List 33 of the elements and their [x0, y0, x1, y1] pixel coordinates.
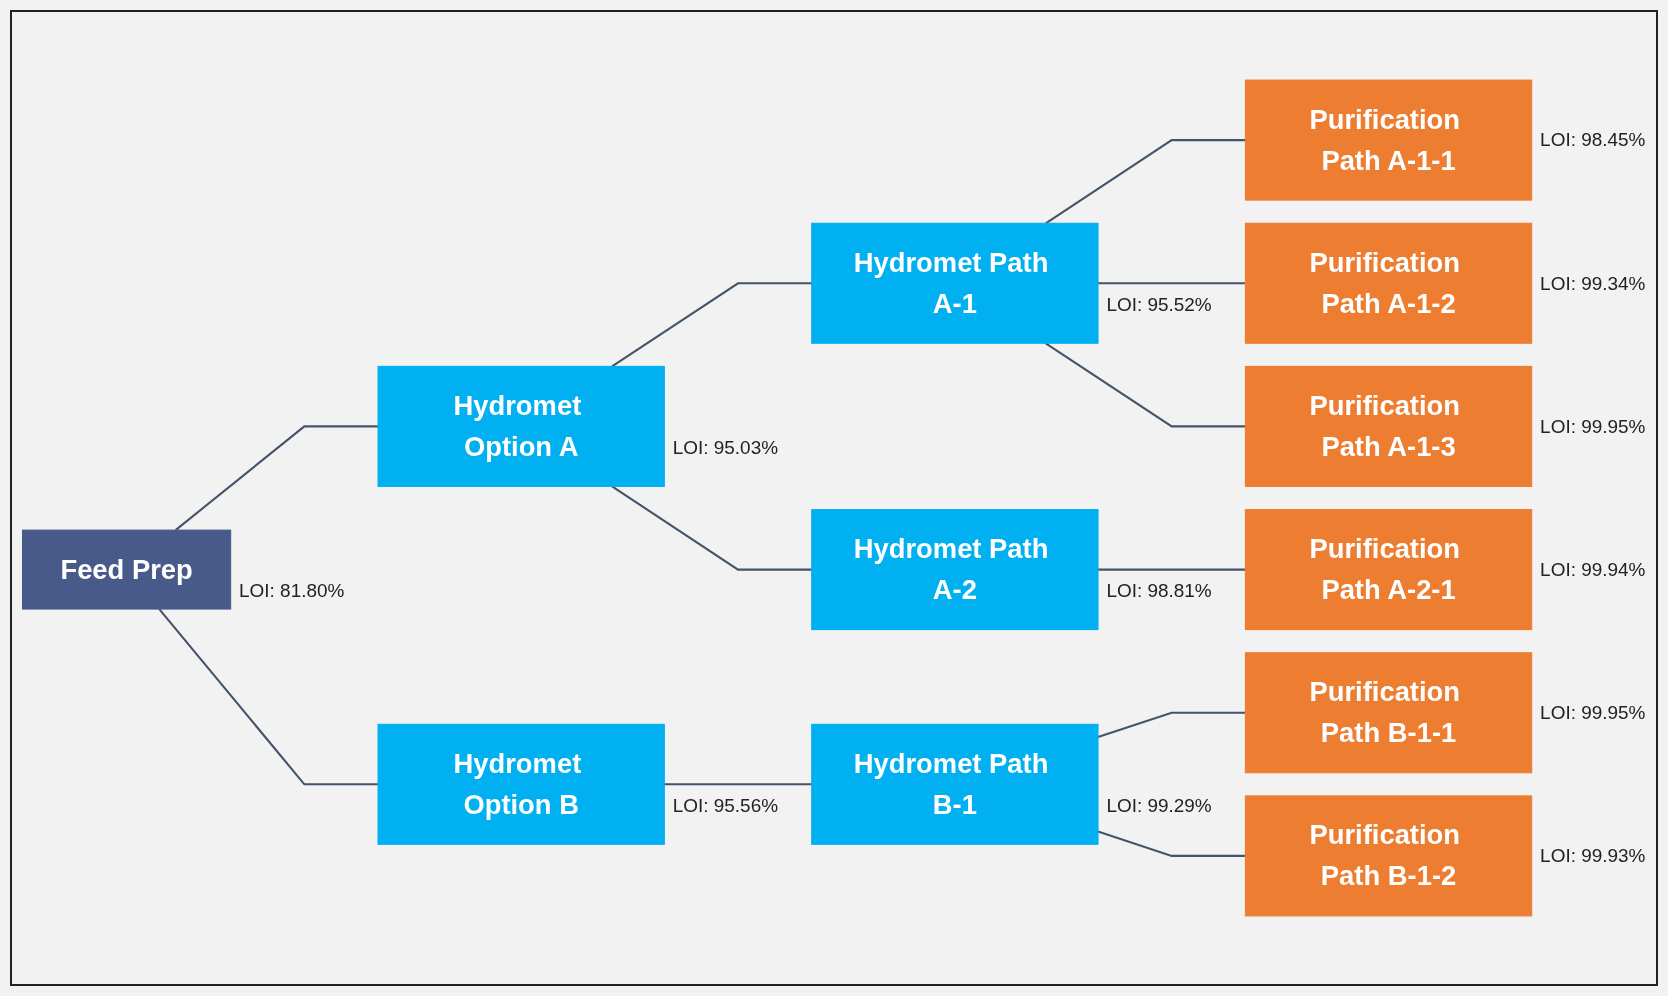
loi-value: LOI: 99.34%: [1540, 272, 1646, 294]
node-box: Hydromet Option A: [377, 365, 665, 487]
connector: [664, 783, 812, 786]
node-box: Purification Path A-1-1: [1244, 79, 1533, 201]
connector: [1045, 342, 1246, 428]
node-box: Hydromet Path A-1: [811, 222, 1099, 344]
connector: [611, 485, 812, 571]
loi-value: LOI: 99.93%: [1540, 845, 1646, 867]
node-box: Purification Path A-1-3: [1244, 365, 1533, 487]
node-box: Hydromet Path B-1: [811, 723, 1099, 845]
loi-value: LOI: 99.95%: [1540, 415, 1646, 437]
node-box: Purification Path A-2-1: [1244, 509, 1533, 631]
connector: [1045, 139, 1246, 225]
loi-value: LOI: 95.03%: [672, 436, 779, 458]
loi-value: LOI: 95.52%: [1106, 293, 1212, 315]
node-box: Feed Prep: [22, 529, 232, 610]
loi-value: LOI: 99.29%: [1106, 794, 1212, 816]
loi-value: LOI: 98.45%: [1540, 129, 1646, 151]
loi-value: LOI: 99.95%: [1540, 702, 1646, 724]
connector: [611, 282, 812, 368]
loi-value: LOI: 81.80%: [239, 579, 345, 601]
connector: [1098, 282, 1246, 285]
connector: [174, 425, 378, 531]
node-box: Hydromet Option B: [377, 723, 665, 845]
node-box: Purification Path B-1-1: [1244, 652, 1533, 774]
loi-value: LOI: 98.81%: [1106, 579, 1212, 601]
node-box: Purification Path A-1-2: [1244, 222, 1533, 344]
loi-value: LOI: 95.56%: [672, 794, 779, 816]
node-box: Purification Path B-1-2: [1244, 795, 1533, 917]
node-box: Hydromet Path A-2: [811, 509, 1099, 631]
loi-value: LOI: 99.94%: [1540, 558, 1646, 580]
connector: [1098, 568, 1246, 571]
connector: [158, 608, 378, 786]
